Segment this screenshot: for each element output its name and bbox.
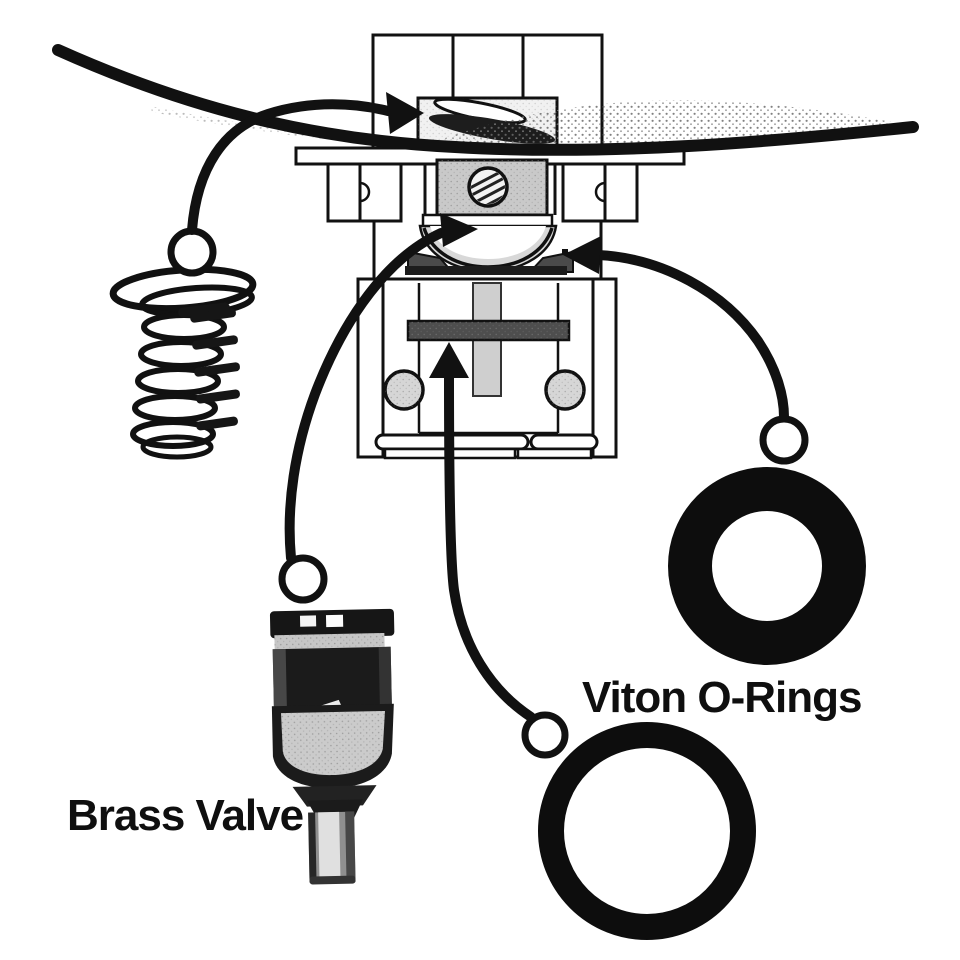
brass-valve-label: Brass Valve <box>67 791 304 840</box>
seat-band <box>405 266 567 275</box>
right-bracket <box>561 162 639 223</box>
left-bracket <box>326 162 403 223</box>
callout-o-ring-large <box>563 236 809 465</box>
spring <box>109 265 257 460</box>
viton-o-ring-large <box>668 467 866 665</box>
callout-o-ring-small <box>429 342 569 759</box>
viton-o-rings-label: Viton O-Rings <box>582 673 863 722</box>
callout-spring <box>167 92 424 277</box>
callouts <box>167 92 809 759</box>
viton-o-ring-small <box>538 722 756 940</box>
valve-assembly-cutaway <box>294 33 686 460</box>
tank-bottom <box>52 44 919 156</box>
brass-valve <box>269 608 395 885</box>
tank-bottom-curve <box>52 44 919 156</box>
callout-brass-valve <box>278 213 478 604</box>
valve-body <box>272 646 392 714</box>
